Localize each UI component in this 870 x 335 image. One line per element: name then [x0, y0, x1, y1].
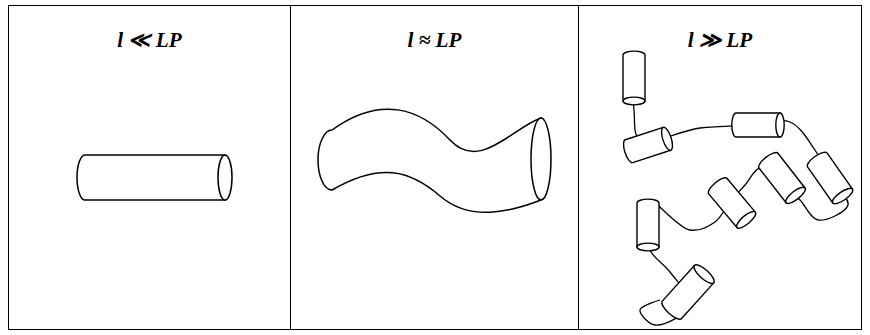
- panel-label: l ≈ LP: [291, 28, 578, 53]
- chain-backbone: [633, 55, 848, 325]
- chain-segment: [637, 199, 659, 251]
- chain-segment: [706, 175, 758, 231]
- flexible-chain: [621, 51, 855, 325]
- chain-segment: [621, 126, 674, 164]
- chain-segment: [732, 113, 784, 137]
- chain-segment: [659, 262, 717, 322]
- chain-segment: [756, 150, 807, 206]
- panel: l ≪ LP: [8, 5, 291, 330]
- panel: l ≈ LP: [290, 5, 579, 330]
- panel: l ≫ LP: [578, 5, 862, 330]
- panel-label: l ≫ LP: [579, 28, 861, 53]
- rigid-rod: [77, 155, 232, 200]
- chain-segment: [623, 51, 645, 105]
- semiflexible-tube: [318, 109, 551, 212]
- panel-label: l ≪ LP: [9, 28, 290, 53]
- chain-segment: [805, 150, 855, 207]
